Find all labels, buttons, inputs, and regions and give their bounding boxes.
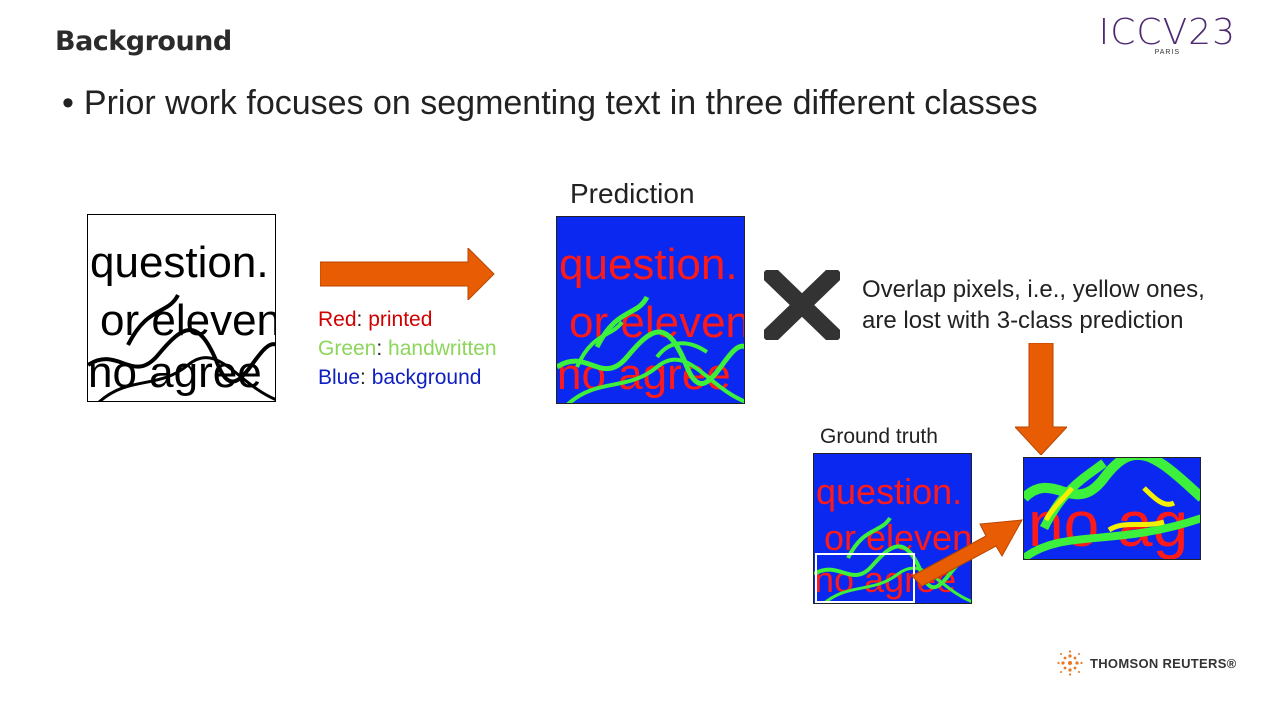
orange-arrow-down: [1015, 343, 1067, 455]
gt-handwriting-stroke: [846, 516, 892, 559]
prediction-label: Prediction: [570, 178, 695, 209]
thomson-reuters-text: THOMSON REUTERS®: [1090, 655, 1237, 671]
input-text-line-1: question.: [90, 238, 269, 287]
pred-text-line-1: question.: [559, 240, 738, 289]
gt-text-line-2: or eleven: [824, 517, 972, 558]
slide-title: Background: [55, 26, 232, 57]
thomson-reuters-dots-icon: [1057, 650, 1083, 676]
class-legend: Red: printed Green: handwritten Blue: ba…: [318, 305, 497, 392]
legend-blue: Blue: background: [318, 366, 482, 389]
bullet-text: Prior work focuses on segmenting text in…: [83, 84, 1038, 122]
pred-handwriting-stroke: [566, 357, 744, 403]
crop-handwriting-stroke: [1024, 458, 1200, 502]
input-handwriting-stroke: [98, 356, 275, 401]
gt-text-line-1: question.: [816, 471, 962, 512]
ground-truth-label: Ground truth: [820, 425, 938, 448]
input-text-line-2: or eleven: [100, 296, 276, 345]
bullet-point: •Prior work focuses on segmenting text i…: [62, 84, 1038, 123]
pred-handwriting-stroke: [575, 320, 709, 368]
orange-arrow-diagonal: [912, 519, 1023, 587]
crop-handwriting-stroke: [1024, 514, 1200, 559]
overlap-note: Overlap pixels, i.e., yellow ones, are l…: [862, 274, 1205, 336]
legend-green: Green: handwritten: [318, 337, 497, 360]
prediction-image: question. or eleven no agree: [556, 216, 745, 404]
iccv-logo: ICCV23 PARIS: [1099, 12, 1236, 56]
bullet-dot: •: [62, 84, 74, 122]
zoomed-overlap-crop: no ag: [1023, 457, 1201, 560]
input-handwriting-stroke: [88, 328, 275, 384]
ground-truth-image: question. or eleven no agree: [813, 453, 972, 604]
crop-overlap-pixels: [1043, 486, 1074, 522]
iccv-logo-city: PARIS: [1154, 49, 1181, 56]
cross-icon: [764, 270, 840, 340]
crop-overlap-pixels: [1107, 519, 1165, 533]
input-document-image: question. or eleven no agree: [87, 214, 276, 402]
gt-handwriting-stroke: [822, 566, 971, 603]
overlap-note-line-1: Overlap pixels, i.e., yellow ones,: [862, 276, 1205, 303]
pred-handwriting-stroke: [557, 329, 744, 387]
crop-overlap-pixels: [1142, 486, 1176, 507]
overlap-note-line-2: are lost with 3-class prediction: [862, 307, 1184, 334]
input-handwriting-stroke: [126, 293, 180, 346]
legend-red: Red: printed: [318, 308, 433, 331]
gt-handwriting-stroke: [814, 544, 971, 590]
thomson-reuters-logo: THOMSON REUTERS®: [1057, 650, 1237, 676]
orange-arrow-right: [320, 248, 495, 300]
iccv-logo-text: ICCV23: [1098, 12, 1236, 53]
